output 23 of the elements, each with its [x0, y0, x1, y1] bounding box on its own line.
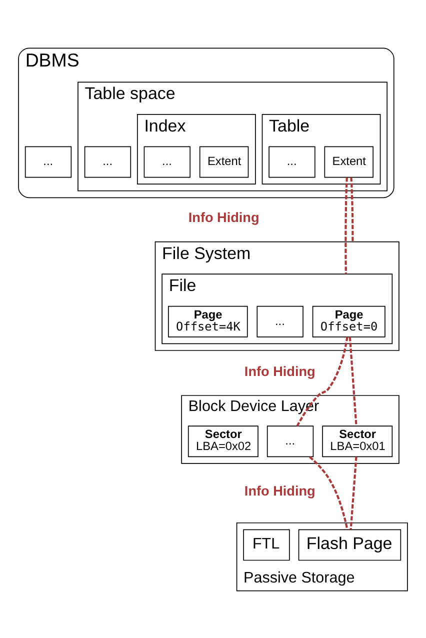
connector [350, 176, 354, 242]
label: Info Hiding [188, 210, 260, 225]
connector [348, 336, 358, 426]
node-box: FTL [243, 528, 290, 560]
node-box: Sector LBA=0x01 [322, 425, 393, 457]
connector [296, 336, 348, 426]
label: Info Hiding [244, 363, 316, 378]
node-box: Sector LBA=0x02 [188, 425, 258, 457]
node-box: Extent [199, 146, 249, 178]
node-box: Page Offset=4K [168, 305, 248, 337]
label: Info Hiding [244, 483, 316, 498]
node-box: Flash Page [298, 528, 402, 560]
node-box: ... [268, 146, 316, 178]
node-box: ... [266, 425, 314, 457]
connector [344, 176, 348, 274]
node-box: ... [84, 146, 132, 178]
connector [350, 456, 358, 530]
node-box: ... [24, 146, 72, 178]
node-box: ... [256, 305, 304, 337]
node-box: Extent [324, 146, 374, 178]
node-box: Page Offset=0 [312, 305, 386, 337]
connector [309, 456, 348, 530]
node-box: ... [144, 146, 190, 178]
